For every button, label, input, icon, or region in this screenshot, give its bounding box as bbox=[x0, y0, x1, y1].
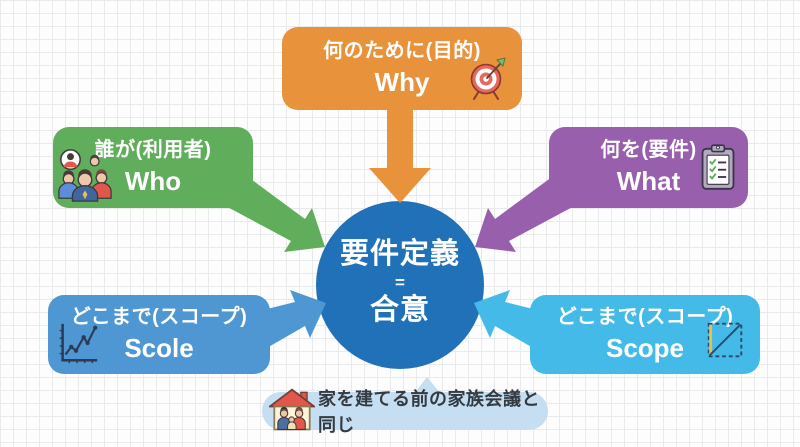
caption-bubble: 家を建てる前の家族会議と同じ bbox=[262, 388, 548, 435]
why-label-jp: 何のために(目的) bbox=[323, 39, 481, 62]
line-chart-icon bbox=[54, 321, 100, 373]
caption-text: 家を建てる前の家族会議と同じ bbox=[318, 389, 540, 435]
who-label-jp: 誰が(利用者) bbox=[94, 138, 212, 161]
center-subtitle: 合意 bbox=[369, 294, 430, 326]
why-arrow bbox=[369, 106, 431, 203]
what-label-en: What bbox=[616, 165, 681, 196]
people-icon bbox=[56, 147, 114, 211]
scope-label-en: Scope bbox=[605, 332, 685, 363]
scole-box: どこまで(スコープ) Scole bbox=[48, 295, 270, 374]
who-box: 誰が(利用者) Who bbox=[53, 127, 253, 208]
scole-label-en: Scole bbox=[124, 332, 194, 363]
caption-tail bbox=[414, 377, 441, 394]
scope-box: どこまで(スコープ) Scope bbox=[530, 295, 760, 374]
center-equals: = bbox=[395, 273, 405, 292]
what-label-jp: 何を(要件) bbox=[600, 138, 697, 161]
who-label-en: Who bbox=[124, 165, 182, 196]
target-icon bbox=[464, 53, 512, 109]
scole-label-jp: どこまで(スコープ) bbox=[70, 305, 248, 328]
center-title: 要件定義 bbox=[339, 238, 460, 270]
clipboard-icon bbox=[698, 142, 738, 198]
center-circle bbox=[316, 201, 484, 369]
center-circle-text: 要件定義 = 合意 bbox=[316, 237, 484, 328]
why-label-en: Why bbox=[374, 66, 430, 97]
house-icon bbox=[267, 387, 317, 438]
what-box: 何を(要件) What bbox=[549, 127, 748, 208]
ruler-icon bbox=[702, 317, 748, 369]
why-box: 何のために(目的) Why bbox=[282, 27, 522, 110]
scope-label-jp: どこまで(スコープ) bbox=[556, 305, 734, 328]
